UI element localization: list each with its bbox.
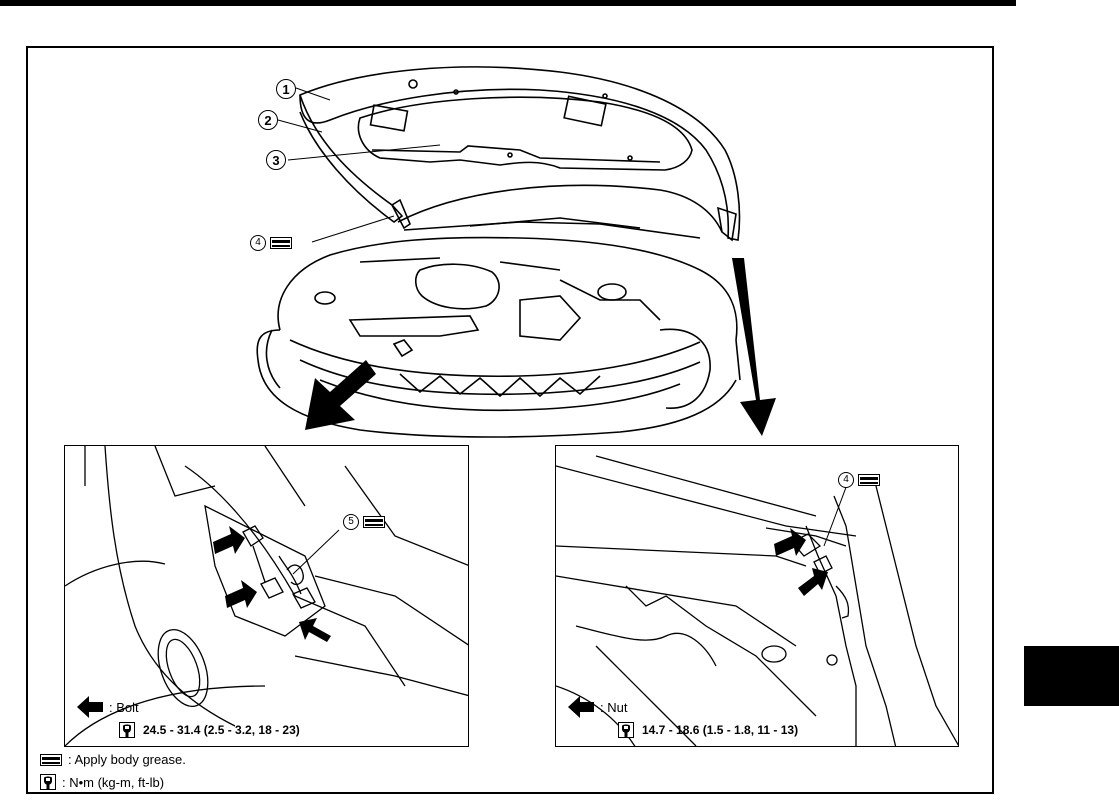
nut-torque: 14.7 - 18.6 (1.5 - 1.8, 11 - 13) — [618, 722, 798, 738]
callout-hood-bumper: 2 — [258, 110, 278, 130]
grease-icon — [270, 237, 292, 249]
grease-icon — [363, 516, 385, 528]
callout-number: 2 — [258, 110, 278, 130]
grease-legend: : Apply body grease. — [40, 752, 186, 767]
bolt-legend: : Bolt — [77, 696, 139, 718]
nut-legend: : Nut — [568, 696, 627, 718]
header-rule — [0, 0, 1016, 6]
callout-hood-hinge-detail: 4 — [838, 472, 880, 488]
section-tab — [1024, 646, 1119, 706]
detail-panel-hood-hinge: 4 : Nut 14.7 - 18.6 (1.5 - 1.8, 11 - 13) — [555, 445, 959, 747]
grease-legend-text: : Apply body grease. — [68, 752, 186, 767]
nut-torque-value: 14.7 - 18.6 (1.5 - 1.8, 11 - 13) — [642, 723, 799, 737]
grease-icon — [858, 474, 880, 486]
callout-number: 5 — [343, 514, 359, 530]
hood-hinge-detail-illustration — [556, 455, 958, 746]
torque-wrench-icon — [618, 722, 634, 738]
callout-number: 4 — [838, 472, 854, 488]
figure-frame — [26, 46, 994, 794]
callout-hood-insulator: 3 — [266, 150, 286, 170]
grease-icon — [40, 753, 62, 766]
units-legend-text: : N•m (kg-m, ft-lb) — [62, 774, 165, 790]
bolt-torque: 24.5 - 31.4 (2.5 - 3.2, 18 - 23) — [119, 722, 300, 738]
bolt-torque-value: 24.5 - 31.4 (2.5 - 3.2, 18 - 23) — [143, 723, 300, 737]
hood-lock-detail-illustration — [65, 446, 468, 746]
callout-number: 1 — [276, 79, 296, 99]
fastener-arrow-icon — [77, 696, 103, 718]
fastener-arrow-icon — [568, 696, 594, 718]
callout-number: 3 — [266, 150, 286, 170]
bolt-label: : Bolt — [109, 699, 139, 715]
detail-panel-hood-lock: 5 : Bolt 24.5 - 31.4 (2.5 - 3.2, 18 - 23… — [64, 445, 469, 747]
callout-hood-hinge: 4 — [250, 235, 292, 251]
torque-wrench-icon — [119, 722, 135, 738]
units-legend: : N•m (kg-m, ft-lb) — [40, 774, 164, 790]
callout-hood: 1 — [276, 79, 296, 99]
callout-hood-lock: 5 — [343, 514, 385, 530]
nut-label: : Nut — [600, 699, 628, 715]
callout-number: 4 — [250, 235, 266, 251]
torque-wrench-icon — [40, 774, 56, 790]
